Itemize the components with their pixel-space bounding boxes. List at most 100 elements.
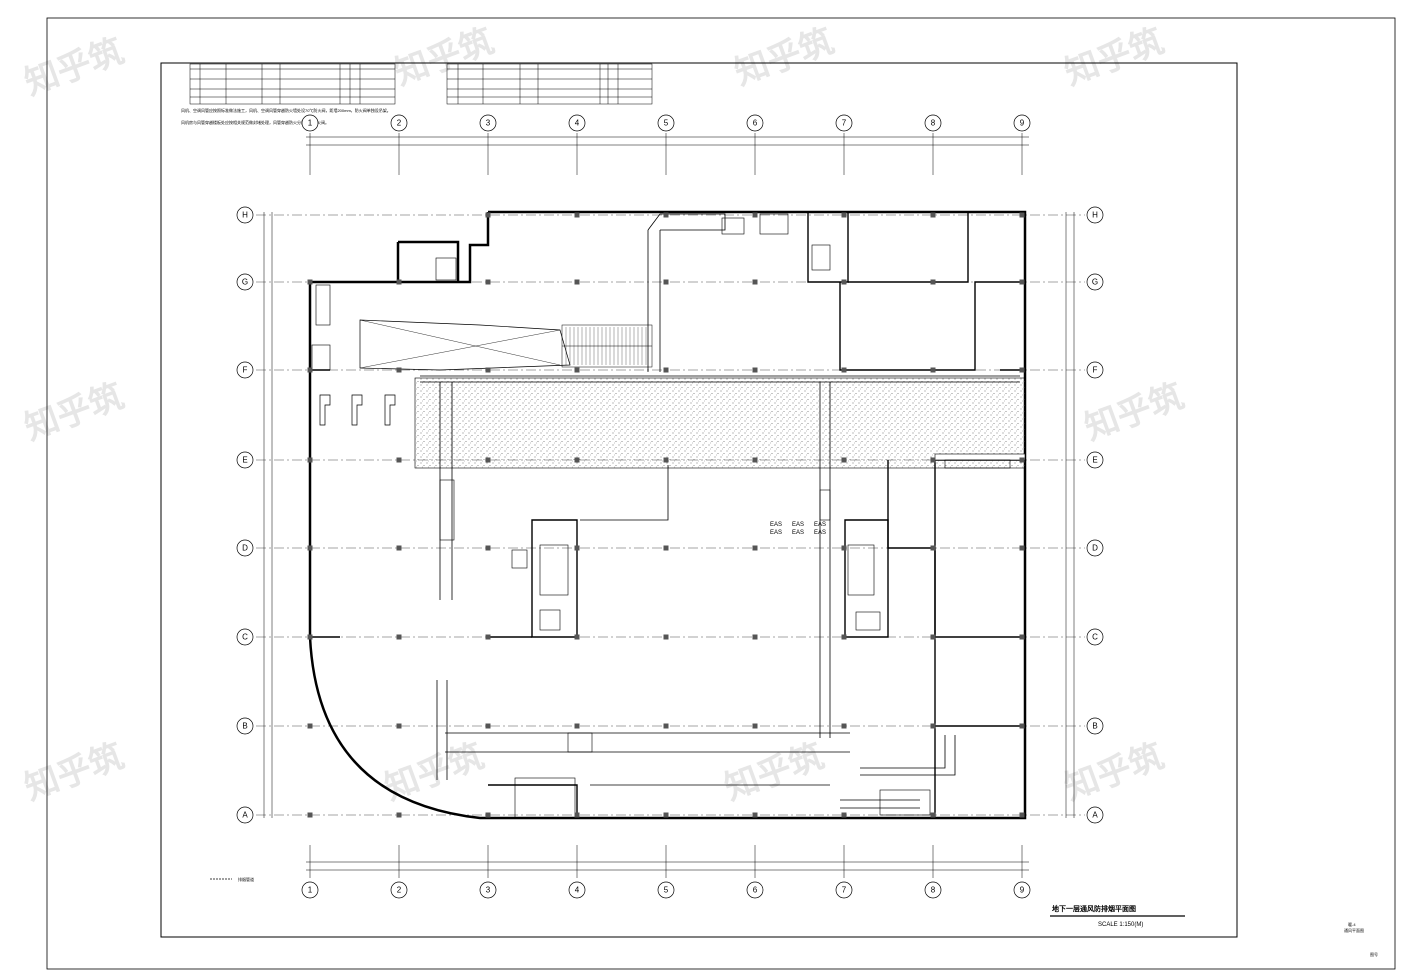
grid-row-right-bubble [1086, 361, 1104, 379]
grid-col-bottom-bubble [746, 881, 764, 899]
structural-column [307, 367, 313, 373]
eas-label: EAS [814, 522, 826, 528]
structural-column [841, 545, 847, 551]
structural-column [663, 367, 669, 373]
structural-column [396, 279, 402, 285]
grid-col-bottom-bubble [835, 881, 853, 899]
structural-column [930, 723, 936, 729]
structural-column [1019, 812, 1025, 818]
structural-column [574, 279, 580, 285]
structural-column [574, 634, 580, 640]
left-dimension-chain [263, 212, 273, 818]
structural-column [663, 812, 669, 818]
grid-row-right-bubble [1086, 451, 1104, 469]
grid-col-bottom-label: 7 [842, 886, 847, 895]
grid-col-top-bubble [390, 114, 408, 132]
structural-column [396, 367, 402, 373]
grid-row-left-bubble [236, 806, 254, 824]
structural-column [930, 212, 936, 218]
structural-column [752, 457, 758, 463]
structural-column [485, 812, 491, 818]
structural-column [841, 279, 847, 285]
grid-row-right-label: G [1092, 278, 1098, 287]
structural-column [307, 634, 313, 640]
structural-column [663, 723, 669, 729]
grid-row-right-bubble [1086, 273, 1104, 291]
grid-row-right-label: E [1092, 456, 1097, 465]
structural-column [574, 812, 580, 818]
grid-col-top-label: 2 [397, 119, 402, 128]
eas-label: EAS [792, 530, 804, 536]
structural-column [574, 545, 580, 551]
sheet-subtitle: 通风平面图 [1344, 927, 1364, 933]
grid-col-top-label: 3 [486, 119, 491, 128]
structural-column [307, 812, 313, 818]
grid-col-top-label: 4 [575, 119, 580, 128]
structural-columns [307, 212, 1025, 818]
watermark: 知乎筑 [1059, 21, 1169, 93]
grid-row-left-label: B [242, 722, 247, 731]
structural-column [930, 367, 936, 373]
grid-lines [256, 214, 1085, 816]
grid-row-right-bubble [1086, 539, 1104, 557]
grid-col-top-bubble [746, 114, 764, 132]
watermark: 知乎筑 [19, 376, 129, 448]
structural-column [307, 545, 313, 551]
watermark: 知乎筑 [19, 31, 129, 103]
grid-row-left-bubble [236, 361, 254, 379]
eas-label: EAS [770, 522, 782, 528]
structural-column [307, 279, 313, 285]
grid-row-right-label: D [1092, 544, 1098, 553]
grid-row-left-bubble [236, 717, 254, 735]
structural-column [574, 457, 580, 463]
grid-row-left-label: H [242, 211, 248, 220]
structural-column [485, 457, 491, 463]
grid-col-top-bubble [479, 114, 497, 132]
top-dimension-chain [306, 133, 1029, 175]
grid-row-left-label: F [243, 366, 248, 375]
grid-row-left-label: A [242, 811, 248, 820]
structural-column [396, 723, 402, 729]
grid-col-bottom-bubble [657, 881, 675, 899]
grid-row-left-bubble [236, 628, 254, 646]
grid-col-bottom-label: 8 [931, 886, 936, 895]
structural-column [663, 212, 669, 218]
grid-col-bottom-bubble [924, 881, 942, 899]
grid-row-right-label: A [1092, 811, 1098, 820]
grid-row-right-label: F [1093, 366, 1098, 375]
grid-col-top-label: 8 [931, 119, 936, 128]
structural-column [574, 723, 580, 729]
grid-row-left-label: C [242, 633, 248, 642]
bottom-dimension-chain [306, 845, 1029, 878]
wall-segment [934, 453, 1026, 461]
structural-column [752, 634, 758, 640]
watermark: 知乎筑 [389, 21, 499, 93]
legend-label: 排烟管道 [238, 876, 254, 882]
grid-row-right-label: C [1092, 633, 1098, 642]
structural-column [752, 279, 758, 285]
grid-row-left-label: D [242, 544, 248, 553]
grid-col-top-label: 5 [664, 119, 669, 128]
grid-col-top-label: 1 [308, 119, 313, 128]
structural-column [752, 367, 758, 373]
watermark: 知乎筑 [719, 736, 829, 808]
structural-column [1019, 457, 1025, 463]
atrium-outline [359, 319, 571, 371]
duct-runs [420, 213, 1020, 809]
stair-cores [435, 244, 881, 631]
grid-col-bottom-label: 3 [486, 886, 491, 895]
grid-col-top-bubble [835, 114, 853, 132]
escalator-steps [565, 327, 647, 365]
hatched-corridor [414, 377, 1026, 469]
duct-fittings [311, 213, 1011, 819]
grid-col-top-bubble [1013, 114, 1031, 132]
grid-row-right-bubble [1086, 806, 1104, 824]
structural-column [396, 634, 402, 640]
watermark: 知乎筑 [1079, 376, 1189, 448]
grid-row-right-bubble [1086, 628, 1104, 646]
structural-column [307, 457, 313, 463]
structural-column [396, 457, 402, 463]
grid-row-right-label: B [1092, 722, 1097, 731]
structural-column [307, 723, 313, 729]
